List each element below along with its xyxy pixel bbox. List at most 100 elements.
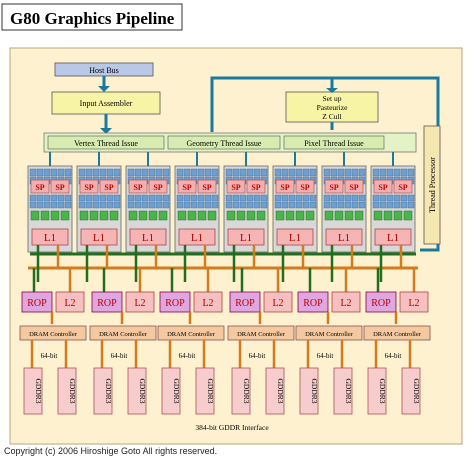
l2-cache [55, 291, 85, 313]
register-tile [358, 168, 366, 177]
texture-filter-unit [226, 210, 236, 221]
rop-unit [91, 291, 123, 313]
sp-block [324, 179, 344, 194]
register-tile [106, 201, 114, 209]
register-tile [148, 194, 156, 202]
dram-controller-label: DRAM Controller [237, 331, 286, 338]
register-tile [281, 194, 289, 202]
register-tile [183, 201, 191, 209]
register-tile [50, 201, 58, 209]
l2-cache [125, 291, 155, 313]
register-tile [155, 168, 163, 177]
register-tile [43, 201, 51, 209]
texture-filter-unit [89, 210, 99, 221]
register-tile [64, 201, 72, 209]
gddr3-chip [127, 367, 147, 415]
l1-label: L1 [93, 232, 105, 244]
l1-label: L1 [44, 232, 56, 244]
ia-to-vtx-arrow [100, 128, 112, 134]
page-title: G80 Graphics Pipeline [10, 9, 175, 28]
register-tile [309, 201, 317, 209]
sp-label: SP [153, 183, 162, 192]
gddr3-chip [367, 367, 387, 415]
register-tile [302, 201, 310, 209]
dram-controller-label: DRAM Controller [373, 331, 422, 338]
texture-filter-unit [305, 210, 315, 221]
crossbar-wires [28, 245, 418, 282]
register-tile [260, 201, 268, 209]
texture-filter-unit [109, 210, 119, 221]
register-tile [407, 194, 415, 202]
register-tile [288, 194, 296, 202]
register-tile [36, 194, 44, 202]
register-tile [351, 201, 359, 209]
sp-label: SP [35, 183, 44, 192]
texture-filter-unit [324, 210, 334, 221]
sp-block [373, 179, 393, 194]
register-tile [344, 194, 352, 202]
rop-label: ROP [97, 298, 117, 309]
gddr-interface-label: 384-bit GDDR Interface [195, 423, 269, 432]
rop-unit [159, 291, 191, 313]
register-tile [225, 194, 233, 202]
register-tile [372, 168, 380, 177]
register-tile [106, 168, 114, 177]
register-tile [190, 168, 198, 177]
texture-filter-unit [295, 210, 305, 221]
register-tile [309, 194, 317, 202]
register-tile [78, 194, 86, 202]
register-tile [295, 168, 303, 177]
register-tile [386, 168, 394, 177]
vertex-thread-issue-label: Vertex Thread Issue [74, 139, 138, 148]
register-tile [176, 194, 184, 202]
register-tile [134, 201, 142, 209]
register-tile [372, 201, 380, 209]
register-tile [162, 168, 170, 177]
texture-filter-unit [158, 210, 168, 221]
register-tile [246, 201, 254, 209]
setup-box [285, 91, 379, 123]
sp-block [30, 179, 50, 194]
register-tile [29, 194, 37, 202]
register-tile [309, 168, 317, 177]
l2-cache [263, 291, 293, 313]
rop-unit [297, 291, 329, 313]
gddr3-chip [195, 367, 215, 415]
texture-filter-unit [60, 210, 70, 221]
register-tile [176, 201, 184, 209]
register-tile [358, 201, 366, 209]
register-tile [232, 168, 240, 177]
l1-label: L1 [142, 232, 154, 244]
register-tile [92, 194, 100, 202]
register-tile [330, 201, 338, 209]
register-tile [141, 168, 149, 177]
texture-filter-unit [334, 210, 344, 221]
bus-width-label: 64-bit [179, 352, 196, 360]
register-tile [162, 194, 170, 202]
gddr3-label: GDDR3 [138, 378, 147, 403]
register-tile [106, 194, 114, 202]
pixel-thread-issue-box [283, 135, 385, 150]
l2-cache [193, 291, 223, 313]
register-tile [127, 168, 135, 177]
register-tile [351, 194, 359, 202]
register-tile [358, 194, 366, 202]
rop-label: ROP [27, 298, 47, 309]
host-bus-label: Host Bus [89, 66, 119, 75]
gddr3-chip [333, 367, 353, 415]
gddr3-label: GDDR3 [344, 378, 353, 403]
sp-label: SP [329, 183, 338, 192]
gddr3-chip [161, 367, 181, 415]
setup-arrow [326, 88, 338, 93]
register-tile [148, 201, 156, 209]
setup-line-1: Set up [323, 94, 342, 103]
register-tile [386, 194, 394, 202]
register-tile [197, 201, 205, 209]
